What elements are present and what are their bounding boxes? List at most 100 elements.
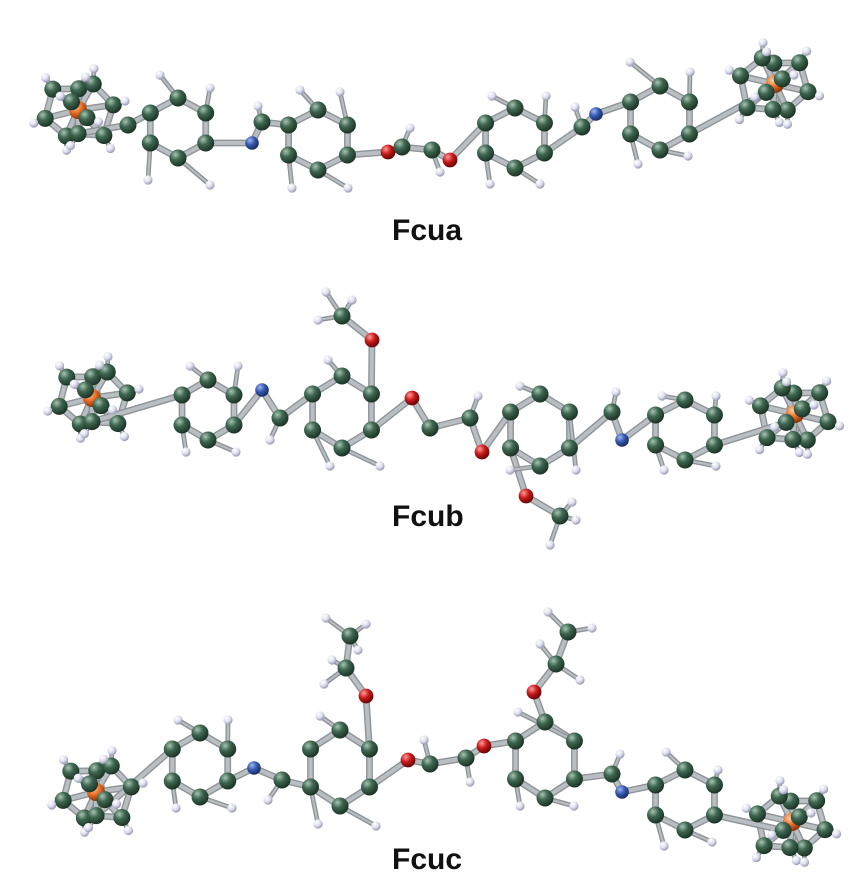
carbon-atom	[705, 436, 723, 454]
carbon-atom	[163, 772, 181, 790]
carbon-atom	[77, 381, 95, 399]
hydrogen-atom	[155, 70, 165, 80]
carbon-atom	[109, 415, 127, 433]
hydrogen-atom	[93, 117, 104, 127]
hydrogen-atom	[767, 830, 777, 840]
molecule-fcub	[43, 287, 845, 550]
carbon-atom	[119, 116, 137, 134]
carbon-atom	[506, 159, 524, 177]
carbon-atom	[506, 99, 524, 117]
carbon-atom	[705, 406, 723, 424]
carbon-atom	[83, 413, 101, 431]
hydrogen-atom	[103, 352, 113, 362]
hydrogen-atom	[287, 183, 297, 193]
carbon-atom	[173, 416, 191, 434]
bond-highlight	[364, 694, 372, 751]
fcua-atoms	[29, 38, 825, 193]
oxygen-atom	[404, 390, 420, 406]
carbon-atom	[676, 451, 694, 469]
carbon-atom	[536, 713, 554, 731]
hydrogen-atom	[724, 65, 734, 75]
carbon-atom	[551, 507, 569, 525]
hydrogen-atom	[809, 400, 819, 410]
nitrogen-atom	[245, 136, 259, 150]
carbon-atom	[502, 403, 520, 421]
carbon-atom	[191, 788, 209, 806]
carbon-atom	[273, 771, 291, 789]
oxygen-atom	[400, 752, 416, 768]
carbon-atom	[95, 127, 113, 145]
carbon-atom	[676, 821, 694, 839]
carbon-atom	[603, 765, 621, 783]
hydrogen-atom	[181, 447, 191, 457]
nitrogen-atom	[615, 433, 629, 447]
carbon-atom	[337, 659, 355, 677]
carbon-atom	[341, 627, 359, 645]
hydrogen-atom	[435, 167, 445, 177]
carbon-atom	[676, 761, 694, 779]
carbon-atom	[280, 146, 298, 164]
hydrogen-atom	[611, 387, 621, 397]
carbon-atom	[477, 144, 495, 162]
carbon-atom	[393, 138, 411, 156]
carbon-atom	[219, 740, 237, 758]
carbon-atom	[141, 134, 159, 152]
carbon-atom	[651, 77, 669, 95]
hydrogen-atom	[570, 102, 580, 112]
carbon-atom	[738, 99, 756, 117]
bond-highlight	[369, 338, 374, 396]
hydrogen-atom	[513, 707, 523, 717]
hydrogen-atom	[79, 428, 90, 439]
carbon-atom	[360, 778, 378, 796]
hydrogen-atom	[505, 465, 515, 475]
hydrogen-atom	[465, 777, 475, 787]
hydrogen-atom	[47, 800, 57, 810]
carbon-atom	[755, 837, 773, 855]
hydrogen-atom	[713, 765, 723, 775]
hydrogen-atom	[120, 96, 130, 106]
hydrogen-atom	[535, 179, 545, 189]
carbon-atom	[819, 413, 837, 431]
carbon-atom	[774, 821, 792, 839]
hydrogen-atom	[535, 639, 545, 649]
carbon-atom	[784, 431, 802, 449]
hydrogen-atom	[223, 715, 233, 725]
carbon-atom	[647, 436, 665, 454]
carbon-atom	[793, 400, 811, 418]
carbon-atom	[811, 384, 829, 402]
label-fcua: Fcua	[392, 214, 463, 247]
carbon-atom	[798, 431, 816, 449]
hydrogen-atom	[319, 679, 329, 689]
hydrogen-atom	[111, 799, 122, 809]
hydrogen-atom	[515, 381, 525, 391]
hydrogen-atom	[335, 87, 345, 97]
hydrogen-atom	[95, 360, 105, 370]
hydrogen-atom	[761, 47, 772, 57]
hydrogen-atom	[831, 829, 842, 839]
carbon-atom	[457, 749, 475, 767]
hydrogen-atom	[575, 675, 585, 685]
hydrogen-atom	[43, 406, 53, 416]
hydrogen-atom	[789, 70, 799, 80]
carbon-atom	[104, 96, 122, 114]
hydrogen-atom	[487, 91, 497, 101]
hydrogen-atom	[119, 431, 130, 442]
hydrogen-atom	[321, 287, 331, 297]
carbon-atom	[362, 421, 380, 439]
carbon-atom	[507, 770, 525, 788]
carbon-atom	[54, 791, 72, 809]
hydrogen-atom	[253, 101, 263, 111]
hydrogen-atom	[541, 91, 551, 101]
bond-highlight	[567, 410, 614, 450]
carbon-atom	[573, 118, 591, 136]
hydrogen-atom	[227, 803, 237, 813]
hydrogen-atom	[744, 395, 754, 405]
hydrogen-atom	[123, 825, 134, 836]
carbon-atom	[705, 776, 723, 794]
fcuc-atoms	[47, 607, 842, 867]
carbon-atom	[778, 101, 796, 119]
hydrogen-atom	[781, 377, 792, 387]
carbon-atom	[764, 101, 782, 119]
